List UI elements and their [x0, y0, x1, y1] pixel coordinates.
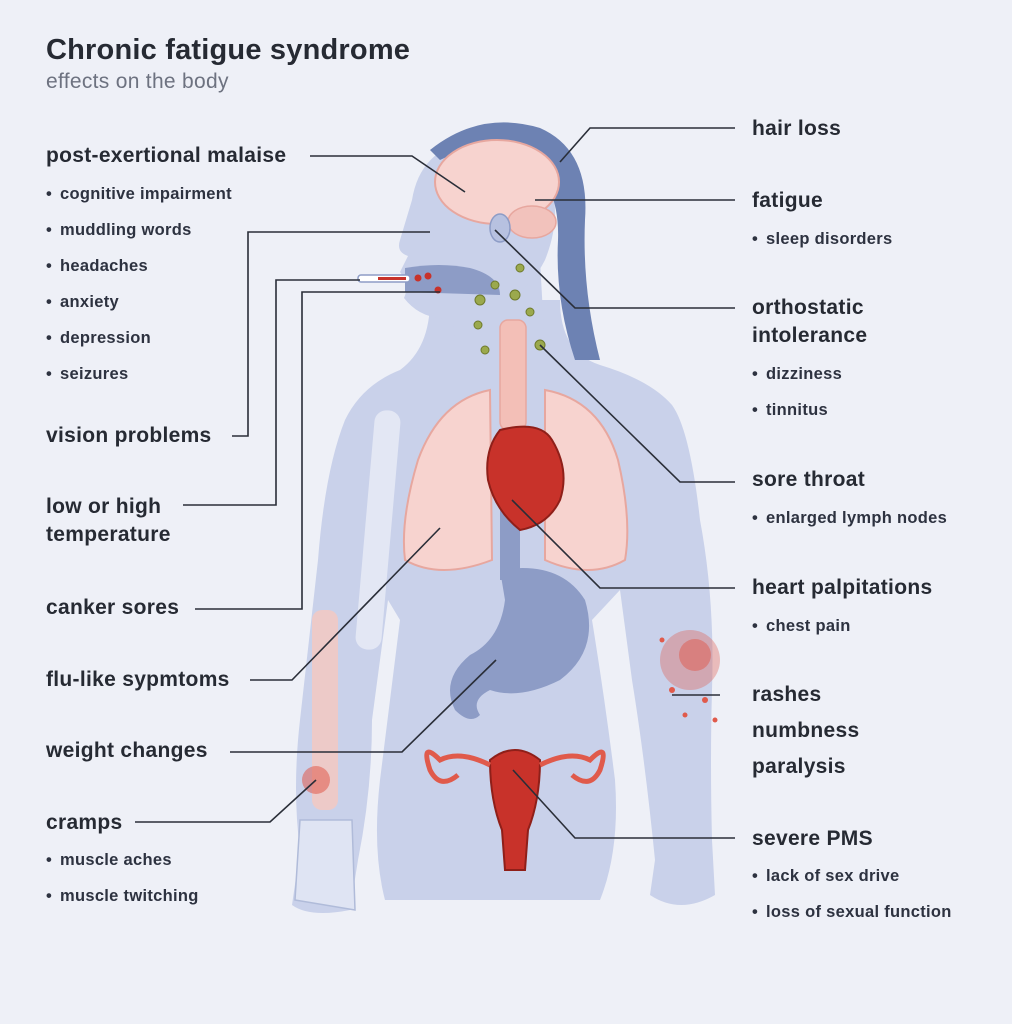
- label-heart-palpitations: heart palpitations: [752, 576, 933, 599]
- list-item: chest pain: [752, 616, 851, 636]
- label-vision-problems: vision problems: [46, 424, 212, 447]
- label-canker-sores: canker sores: [46, 596, 180, 619]
- list-item: muscle twitching: [46, 886, 199, 906]
- rash-area: [659, 630, 720, 723]
- label-temperature-line2: temperature: [46, 523, 171, 546]
- label-flu-like-symptoms: flu-like sypmtoms: [46, 668, 230, 691]
- label-orthostatic-line1: orthostatic: [752, 296, 864, 319]
- uterus: [424, 749, 606, 871]
- leader-lines: [135, 127, 735, 839]
- label-severe-pms: severe PMS: [752, 827, 873, 850]
- page-subtitle: effects on the body: [46, 70, 229, 93]
- label-cramps: cramps: [46, 811, 123, 834]
- list-item: tinnitus: [752, 400, 828, 420]
- page-title: Chronic fatigue syndrome: [46, 34, 411, 66]
- list-item: dizziness: [752, 364, 842, 384]
- label-sore-throat: sore throat: [752, 468, 865, 491]
- label-rashes: rashes: [752, 683, 822, 706]
- label-fatigue: fatigue: [752, 189, 823, 212]
- list-item: muddling words: [46, 220, 192, 240]
- label-weight-changes: weight changes: [46, 739, 208, 762]
- list-item: loss of sexual function: [752, 902, 952, 922]
- list-item: cognitive impairment: [46, 184, 232, 204]
- list-item: seizures: [46, 364, 128, 384]
- trachea: [499, 319, 527, 431]
- lungs: [402, 388, 629, 571]
- label-temperature-line1: low or high: [46, 495, 162, 518]
- thermometer-icon: [357, 274, 411, 283]
- list-item: sleep disorders: [752, 229, 892, 249]
- label-numbness: numbness: [752, 719, 860, 742]
- label-orthostatic-line2: intolerance: [752, 324, 868, 347]
- list-item: enlarged lymph nodes: [752, 508, 947, 528]
- list-item: lack of sex drive: [752, 866, 900, 886]
- label-paralysis: paralysis: [752, 755, 846, 778]
- head: [399, 122, 600, 360]
- label-hair-loss: hair loss: [752, 117, 842, 140]
- label-post-exertional-malaise: post-exertional malaise: [46, 144, 287, 167]
- list-item: anxiety: [46, 292, 119, 312]
- list-item: headaches: [46, 256, 148, 276]
- list-item: muscle aches: [46, 850, 172, 870]
- list-item: depression: [46, 328, 151, 348]
- heart: [486, 425, 565, 532]
